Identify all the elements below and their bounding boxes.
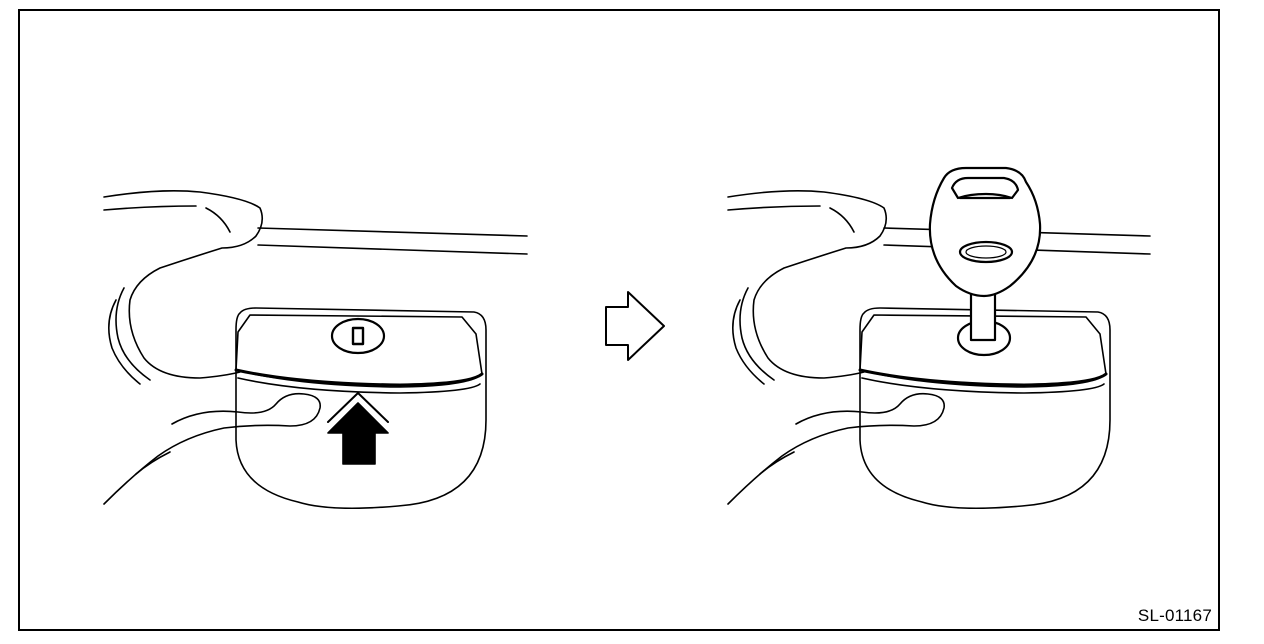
illustration-frame bbox=[18, 9, 1220, 631]
lock-cylinder bbox=[330, 317, 386, 355]
lid-edge bbox=[234, 368, 484, 387]
key-icon bbox=[928, 166, 1042, 342]
push-up-arrow-icon bbox=[327, 392, 389, 465]
upper-hand bbox=[103, 189, 264, 379]
figure-code: SL-01167 bbox=[1137, 606, 1212, 625]
lower-hand bbox=[103, 392, 321, 505]
trim-edge-lines bbox=[257, 227, 528, 255]
key-slot-icon bbox=[351, 326, 365, 346]
next-step-arrow-icon bbox=[605, 291, 665, 361]
glovebox-housing bbox=[235, 307, 487, 510]
step-2-key-inserted bbox=[727, 166, 1151, 510]
upper-hand-right bbox=[727, 189, 888, 379]
step-1-press-release bbox=[103, 189, 528, 510]
glovebox-housing-right bbox=[859, 307, 1111, 510]
lower-hand-right bbox=[727, 392, 945, 505]
